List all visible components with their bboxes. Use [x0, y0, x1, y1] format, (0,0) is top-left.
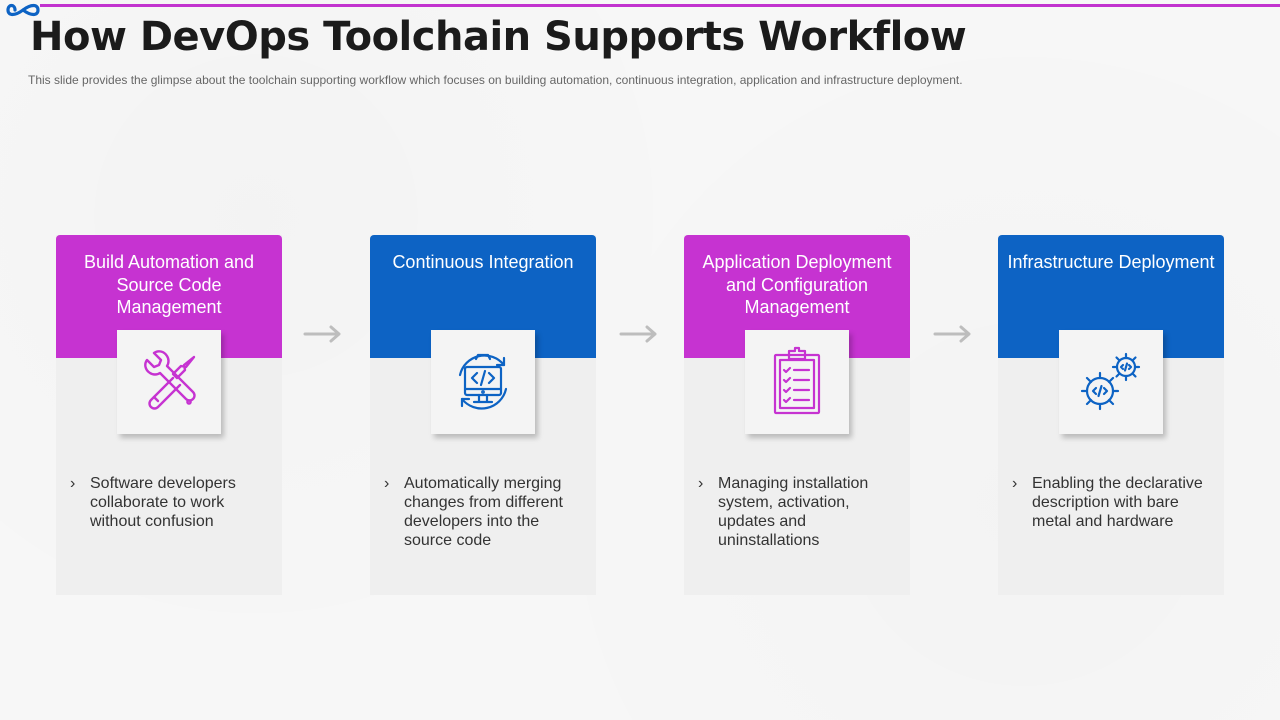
- bullet-marker: ›: [70, 475, 76, 492]
- card-bullet: › Software developers collaborate to wor…: [70, 474, 270, 531]
- card-bullet-text: Automatically merging changes from diffe…: [404, 475, 563, 549]
- card-title: Infrastructure Deployment: [1007, 252, 1215, 272]
- card-bullet-text: Software developers collaborate to work …: [90, 475, 236, 530]
- arrow-right-icon: [619, 325, 657, 343]
- tools-icon: [144, 350, 196, 410]
- card-title: Build Automation and Source Code Managem…: [83, 252, 255, 317]
- card-bullet-text: Managing installation system, activation…: [718, 475, 869, 549]
- card-header: Build Automation and Source Code Managem…: [56, 235, 282, 358]
- card-icon-box: [117, 330, 221, 434]
- bullet-marker: ›: [384, 475, 390, 492]
- card-icon-box: [745, 330, 849, 434]
- card-header: Continuous Integration: [370, 235, 596, 358]
- bullet-marker: ›: [1012, 475, 1018, 492]
- card-icon-box: [431, 330, 535, 434]
- card-bullet-text: Enabling the declarative description wit…: [1032, 475, 1203, 530]
- top-accent-line: [40, 4, 1280, 7]
- infinity-logo-icon: [6, 3, 40, 17]
- card-bullet: › Enabling the declarative description w…: [1012, 474, 1212, 531]
- card-title: Application Deployment and Configuration…: [702, 252, 892, 317]
- card-bullet: › Managing installation system, activati…: [698, 474, 898, 550]
- bullet-marker: ›: [698, 475, 704, 492]
- workflow-card-build-automation: Build Automation and Source Code Managem…: [56, 235, 282, 595]
- workflow-card-continuous-integration: Continuous Integration › Automatically m…: [370, 235, 596, 595]
- card-bullet: › Automatically merging changes from dif…: [384, 474, 584, 550]
- code-monitor-icon: [458, 353, 508, 410]
- arrow-right-icon: [303, 325, 341, 343]
- code-gears-icon: [1080, 352, 1141, 411]
- card-title: Continuous Integration: [392, 252, 574, 272]
- workflow-card-infrastructure-deployment: Infrastructure Deployment › Enabling the…: [998, 235, 1224, 595]
- checklist-icon: [773, 346, 821, 415]
- slide-title: How DevOps Toolchain Supports Workflow: [30, 14, 967, 60]
- workflow-card-application-deployment: Application Deployment and Configuration…: [684, 235, 910, 595]
- slide-subtitle: This slide provides the glimpse about th…: [28, 73, 963, 87]
- card-icon-box: [1059, 330, 1163, 434]
- arrow-right-icon: [933, 325, 971, 343]
